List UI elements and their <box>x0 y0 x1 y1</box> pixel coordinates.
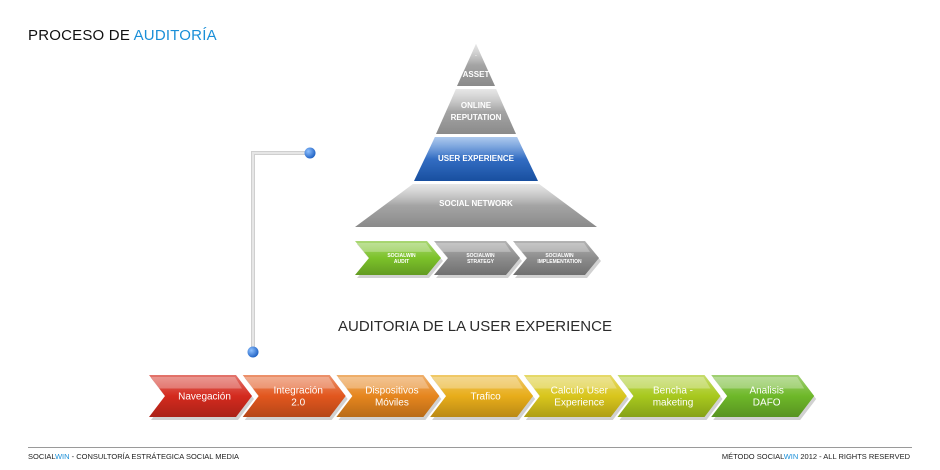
phase-strategy-label-1: SOCIALWIN <box>466 253 495 259</box>
phase-audit-label-2: AUDIT <box>394 259 409 265</box>
phase-strategy-label-2: STRATEGY <box>467 259 495 265</box>
connector-dot-bottom <box>247 346 259 358</box>
step-chevron-4-label-1: Trafico <box>470 392 501 403</box>
step-chevron-7-label-2: DAFO <box>753 398 781 409</box>
footer-right-brand-win: WIN <box>783 452 799 461</box>
step-chevron-6-label-1: Bencha - <box>653 386 693 397</box>
footer-right: MÉTODO SOCIALWIN 2012 - ALL RIGHTS RESER… <box>722 452 910 461</box>
step-chevron-2-label-2: 2.0 <box>291 398 305 409</box>
pyramid-label-social-network: SOCIAL NETWORK <box>439 199 513 208</box>
connector-dot-top <box>304 147 316 159</box>
title-prefix: PROCESO DE <box>28 27 131 44</box>
step-chevron-5-label-1: Calculo User <box>551 386 609 397</box>
pyramid-label-reputation: REPUTATION <box>451 113 502 122</box>
footer-brand-social: SOCIAL <box>28 452 55 461</box>
footer-right-brand-social: SOCIAL <box>756 452 784 461</box>
step-chevron-3-label-2: Móviles <box>375 398 409 409</box>
phase-chevrons: SOCIALWINAUDITSOCIALWINSTRATEGYSOCIALWIN… <box>355 241 601 278</box>
pyramid: · ASSET ONLINE REPUTATION USER EXPERIENC… <box>355 44 597 227</box>
step-chevron-2-label-1: Integración <box>273 386 322 397</box>
section-subtitle: AUDITORIA DE LA USER EXPERIENCE <box>338 318 612 335</box>
step-chevron-6: Bencha -maketing <box>617 375 723 420</box>
step-chevron-1: Navegación <box>149 375 254 420</box>
pyramid-label-user-experience: USER EXPERIENCE <box>438 154 515 163</box>
page-title: PROCESO DE AUDITORÍA <box>28 27 217 44</box>
pyramid-apex-mark: · <box>475 51 478 60</box>
footer-right-text: 2012 - ALL RIGHTS RESERVED <box>798 452 910 461</box>
connector-bracket <box>247 147 316 358</box>
phase-audit-label-1: SOCIALWIN <box>387 253 416 259</box>
step-chevron-7-label-1: Analisis <box>749 386 783 397</box>
pyramid-level-user-experience: USER EXPERIENCE <box>414 137 538 181</box>
step-chevron-1-label-1: Navegación <box>178 392 231 403</box>
step-chevron-3-label-1: Dispositivos <box>365 386 418 397</box>
audit-step-chevrons: NavegaciónIntegración2.0DispositivosMóvi… <box>149 375 817 420</box>
pyramid-level-online-reputation: ONLINE REPUTATION <box>436 89 516 134</box>
footer-left-text: - CONSULTORÍA ESTRÁTEGICA SOCIAL MEDIA <box>69 452 240 461</box>
step-chevron-5-label-2: Experience <box>554 398 604 409</box>
pyramid-label-online: ONLINE <box>461 101 492 110</box>
phase-implementation-label-1: SOCIALWIN <box>545 253 574 259</box>
title-highlight: AUDITORÍA <box>133 27 217 44</box>
step-chevron-4: Trafico <box>430 375 536 420</box>
pyramid-level-social-network: SOCIAL NETWORK <box>355 184 597 227</box>
step-chevron-6-label-2: maketing <box>653 398 694 409</box>
footer-right-pre: MÉTODO <box>721 452 757 461</box>
pyramid-level-asset: · ASSET <box>457 44 495 86</box>
footer-left: SOCIALWIN - CONSULTORÍA ESTRÁTEGICA SOCI… <box>28 452 239 461</box>
footer-divider <box>28 447 912 448</box>
phase-implementation-label-2: IMPLEMENTATION <box>537 259 582 265</box>
pyramid-label-asset: ASSET <box>463 70 490 79</box>
footer-brand-win: WIN <box>54 452 70 461</box>
